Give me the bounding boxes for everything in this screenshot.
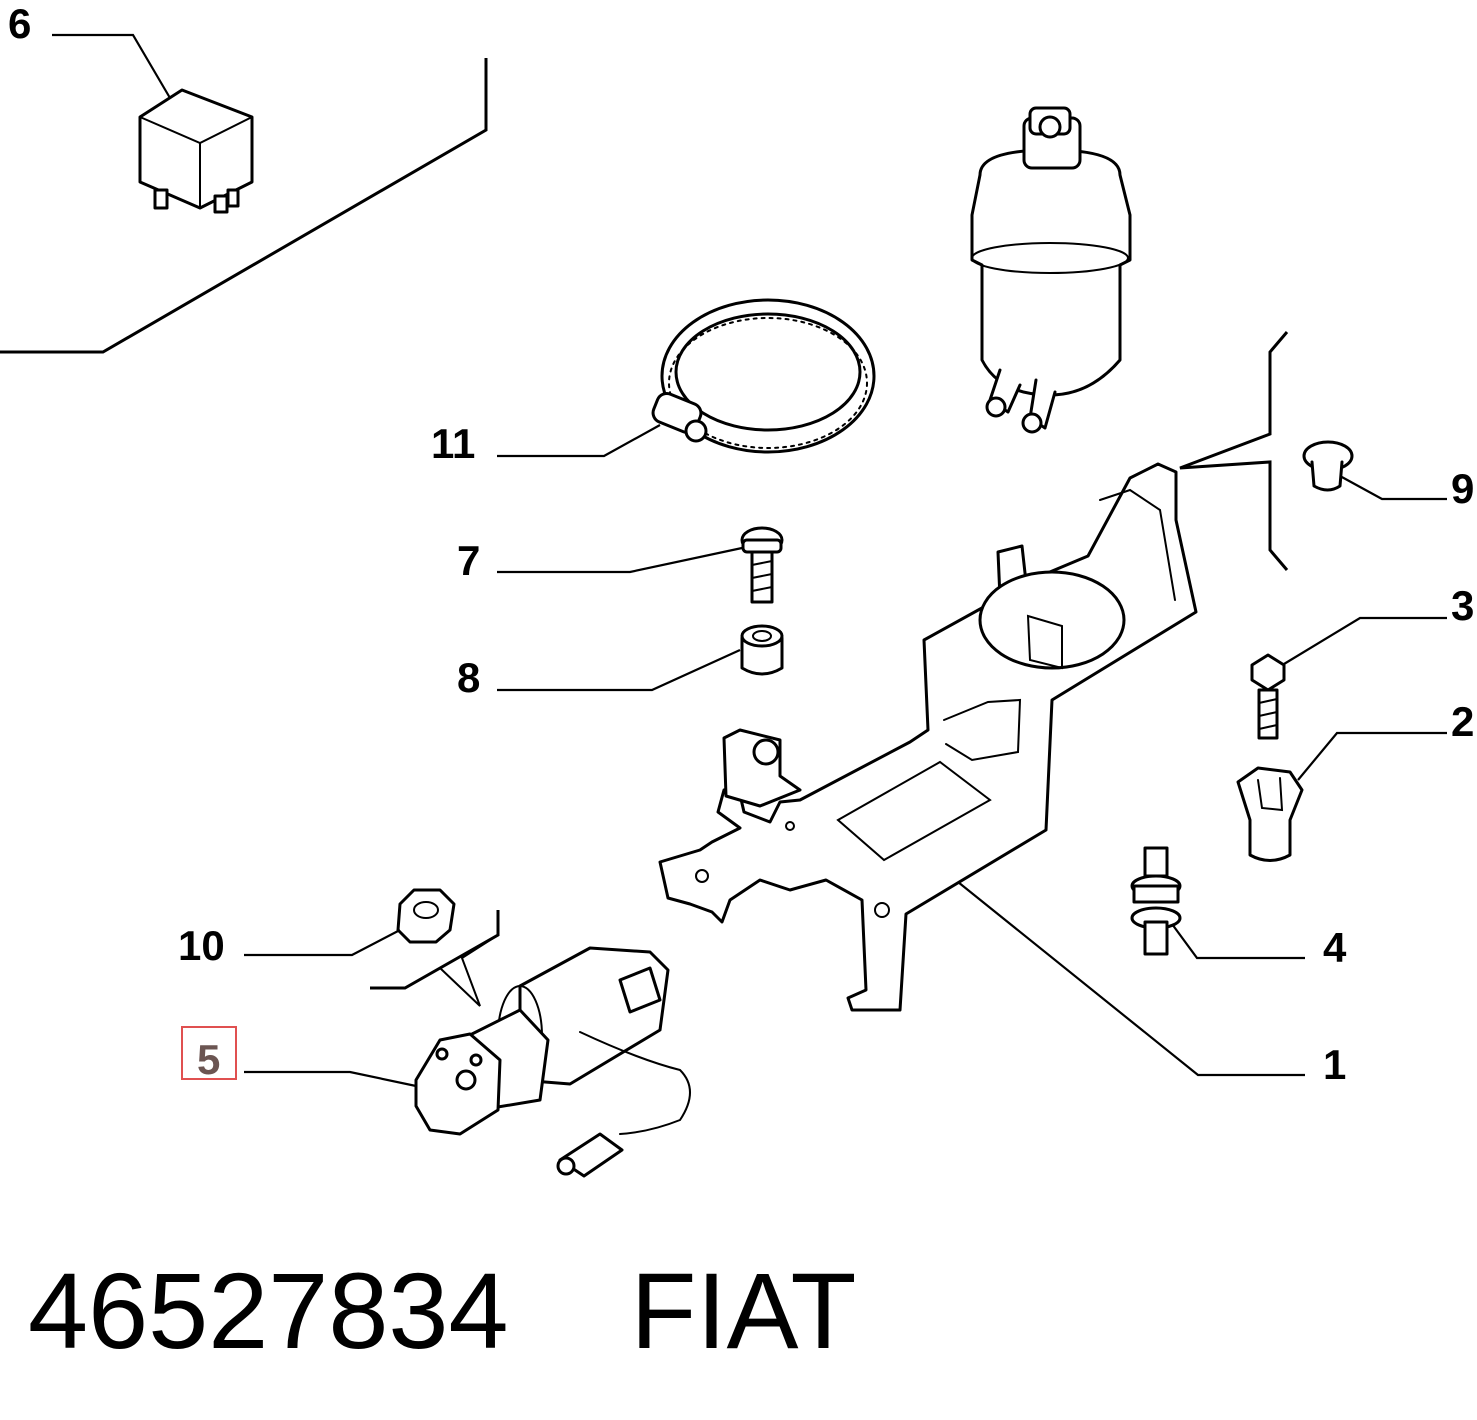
leader-10 (244, 929, 401, 957)
group-bracket-pump (370, 910, 500, 990)
group-divider-relay (0, 58, 488, 354)
grommet-part (1302, 440, 1354, 492)
callout-4[interactable]: 4 (1323, 924, 1347, 971)
callout-5-highlight (181, 1026, 237, 1080)
callout-2[interactable]: 2 (1451, 698, 1474, 745)
leader-6 (52, 33, 171, 99)
leader-8 (497, 648, 741, 692)
callout-6[interactable]: 6 (8, 0, 31, 47)
group-bracket-right (1179, 331, 1289, 571)
footer: 46527834 FIAT (28, 1248, 857, 1373)
callout-1[interactable]: 1 (1323, 1041, 1346, 1088)
mounting-bracket-part (658, 462, 1198, 1012)
pump-pointer (404, 934, 499, 1007)
leader-3 (1283, 616, 1447, 665)
nut-part (396, 888, 456, 944)
leader-11 (497, 424, 661, 458)
leader-2 (1297, 731, 1447, 781)
callout-5[interactable]: 5 (197, 1036, 220, 1083)
callout-7[interactable]: 7 (457, 537, 480, 584)
stud-part (1130, 846, 1182, 956)
leader-1 (957, 881, 1305, 1077)
leader-5 (244, 1070, 417, 1088)
brand-name: FIAT (630, 1250, 857, 1371)
fluid-reservoir-part (970, 106, 1132, 434)
pump-part (414, 946, 691, 1178)
bushing-part (740, 624, 784, 676)
callout-11[interactable]: 11 (431, 420, 475, 467)
relay-part (138, 88, 254, 214)
bolt-part (1250, 653, 1286, 740)
leader-9 (1339, 475, 1447, 501)
hose-clamp-part (651, 298, 876, 454)
leader-7 (497, 546, 743, 574)
callout-9[interactable]: 9 (1451, 465, 1474, 512)
callout-3[interactable]: 3 (1451, 582, 1474, 629)
screw-part (740, 526, 784, 604)
clip-part (1236, 766, 1304, 862)
callout-8[interactable]: 8 (457, 654, 480, 701)
part-number: 46527834 (28, 1250, 509, 1371)
callout-10[interactable]: 10 (178, 922, 225, 969)
leader-4 (1171, 923, 1305, 960)
